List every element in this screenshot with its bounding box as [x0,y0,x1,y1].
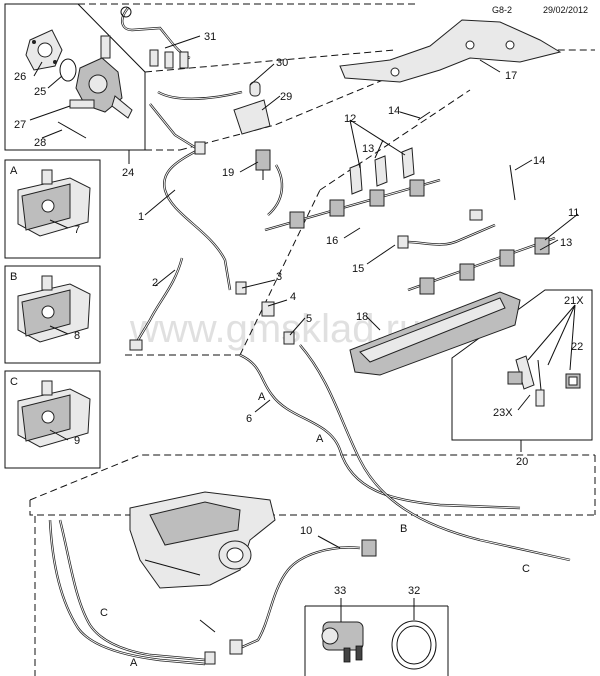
callout-21x: 21X [564,295,584,307]
variant-box-b [4,265,101,364]
callout-26: 26 [14,71,26,83]
clip-22 [565,373,581,389]
line-tag-a-mid: A [316,433,324,445]
rail-frame-diag [239,189,321,356]
high-pressure-pump [75,35,133,119]
module-8 [17,275,91,343]
bolt-28 [57,121,87,139]
callout-3: 3 [276,271,282,283]
lower-frame-top [29,454,595,501]
line-tag-a-lower: A [130,657,138,669]
frame-dash-mid [144,49,396,73]
callout-33: 33 [334,585,346,597]
fuel-line-10 [229,539,377,655]
module-7 [17,169,91,237]
callout-25: 25 [34,86,46,98]
harness-15 [397,209,496,249]
module-9 [17,380,91,448]
fuel-line-2 [129,257,184,351]
bracket-27 [69,99,95,109]
fuel-line-a-long [299,344,571,562]
rail-cover-18 [349,291,521,376]
callout-9: 9 [74,435,80,447]
callout-6: 6 [246,413,252,425]
flange-26 [25,29,63,71]
harness-31 [120,6,191,69]
leader-21x-a [547,304,576,366]
callout-4: 4 [290,291,296,303]
callout-20: 20 [516,456,528,468]
callout-22: 22 [571,341,583,353]
line-tag-c-lower: C [100,607,108,619]
fuel-line-a-lower [48,519,216,666]
leader-lines [29,35,579,622]
leader-21x-b [527,304,576,361]
callout-31: 31 [204,31,216,43]
sensor-19 [255,149,284,216]
callout-23x: 23X [493,407,513,419]
callout-27: 27 [14,119,26,131]
valve-33 [321,621,364,663]
callout-28: 28 [34,137,46,149]
callout-16: 16 [326,235,338,247]
callout-2: 2 [152,277,158,289]
callout-11: 11 [568,207,579,219]
callout-17: 17 [505,70,517,82]
fuel-line-6 [239,353,521,510]
callout-7: 7 [74,224,80,236]
bolt-14-right [509,164,516,201]
fuel-tank-module [129,491,276,589]
leader-21x-c [569,304,576,371]
bracket-29 [233,99,271,135]
connector-3 [235,281,247,295]
pump-assembly-frame [4,3,146,151]
line-tag-b: B [400,523,407,535]
callout-29: 29 [280,91,292,103]
callout-10: 10 [300,525,312,537]
callout-14-right: 14 [533,155,545,167]
variant-box-a [4,159,101,259]
callout-18: 18 [356,311,368,323]
bolt-14-top [417,111,431,121]
callout-32: 32 [408,585,420,597]
callout-1: 1 [138,211,144,223]
fuel-line-c-lower [58,519,206,662]
diagram-code: G8-2 [492,5,512,15]
rail-frame-diag2 [319,89,471,191]
fuel-rail-upper [264,178,441,232]
callout-19: 19 [222,167,234,179]
injector-detail-frame [451,289,593,441]
line-tag-c-right: C [522,563,530,575]
fuel-line-1 [149,103,232,291]
connector-5 [283,331,295,345]
callout-14-top: 14 [388,105,400,117]
seal-ring-25 [59,58,77,82]
variant-label-c: C [10,376,18,388]
callout-15: 15 [352,263,364,275]
connector-4 [261,301,275,317]
line-tag-a-upper: A [258,391,266,403]
pipe-30 [157,81,261,100]
diagram-date: 29/02/2012 [543,5,588,15]
callout-8: 8 [74,330,80,342]
bracket-17 [339,19,562,83]
variant-label-b: B [10,271,17,283]
o-ring-32 [391,620,437,670]
fuel-rail-lower [407,236,556,295]
lower-frame-mid [29,500,595,516]
callout-13-upper: 13 [362,143,374,155]
variant-label-a: A [10,165,18,177]
callout-13-right: 13 [560,237,572,249]
leader-23x [517,394,531,411]
injectors-12 [349,147,415,195]
injector-21x [507,355,545,407]
clip-lower [199,619,216,633]
callout-30: 30 [276,57,288,69]
variant-box-c [4,370,101,469]
callout-24: 24 [122,167,134,179]
callout-5: 5 [306,313,312,325]
callout-12: 12 [344,113,356,125]
